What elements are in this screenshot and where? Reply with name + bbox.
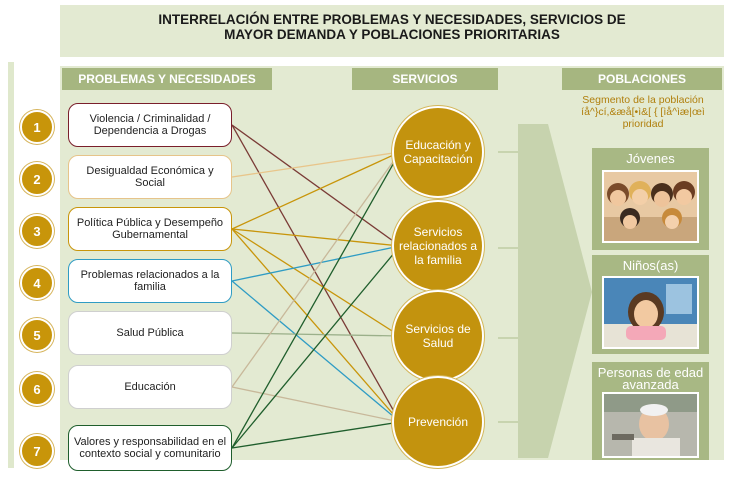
- problem-number-3: 3: [20, 214, 54, 248]
- connection-line-6-to-4: [231, 386, 401, 423]
- problem-number-4: 4: [20, 266, 54, 300]
- header-problems: PROBLEMAS Y NECESIDADES: [62, 68, 272, 90]
- connection-line-2-to-1: [231, 151, 401, 178]
- service-circle-health: Servicios de Salud: [392, 290, 484, 382]
- segment-line-2: íå^}cí,&æå[•ì&[ { [ìå^ìæ|œì: [581, 106, 705, 118]
- connection-line-6-to-1: [231, 151, 401, 388]
- problem-number-5: 5: [20, 318, 54, 352]
- connection-line-4-to-2: [231, 245, 401, 282]
- segment-line-3: prioridad: [622, 118, 664, 130]
- population-label-children: Niños(as): [622, 258, 679, 273]
- header-services: SERVICIOS: [352, 68, 498, 90]
- title-banner: [60, 5, 724, 57]
- problem-number-2: 2: [20, 162, 54, 196]
- diagram-title: INTERRELACIÓN ENTRE PROBLEMAS Y NECESIDA…: [60, 12, 724, 42]
- youth-photo: [602, 170, 699, 243]
- connection-line-7-to-1: [231, 151, 401, 449]
- elderly-photo: [602, 392, 699, 458]
- connection-line-5-to-3: [231, 332, 401, 337]
- connection-line-7-to-2: [231, 245, 401, 449]
- service-circle-education: Educación y Capacitación: [392, 106, 484, 198]
- problem-box-3: Política Pública y Desempeño Gubernament…: [68, 207, 232, 251]
- segment-line-1: Segmento de la población: [582, 94, 704, 106]
- arrow-shape: [518, 124, 592, 458]
- population-children: Niños(as): [592, 255, 709, 354]
- connection-line-3-to-1: [231, 151, 401, 230]
- connection-line-3-to-4: [231, 228, 401, 423]
- connection-line-1-to-2: [231, 124, 401, 247]
- title-line-1: INTERRELACIÓN ENTRE PROBLEMAS Y NECESIDA…: [158, 12, 626, 27]
- problem-box-7: Valores y responsabilidad en el contexto…: [68, 425, 232, 471]
- connection-line-7-to-4: [231, 421, 401, 449]
- population-label-youth: Jóvenes: [626, 151, 675, 166]
- connection-line-3-to-3: [231, 228, 401, 337]
- service-circle-family: Servicios relacionados a la familia: [392, 200, 484, 292]
- connection-line-1-to-4: [231, 124, 401, 423]
- problem-box-6: Educación: [68, 365, 232, 409]
- problem-box-4: Problemas relacionados a la familia: [68, 259, 232, 303]
- population-elderly: Personas de edad avanzada: [592, 362, 709, 460]
- population-label-elderly: Personas de edad avanzada: [597, 365, 704, 392]
- connection-line-4-to-4: [231, 280, 401, 423]
- population-youth: Jóvenes: [592, 148, 709, 250]
- problem-number-7: 7: [20, 434, 54, 468]
- problem-box-2: Desigualdad Económica y Social: [68, 155, 232, 199]
- segment-caption: Segmento de la población íå^}cí,&æå[•ì&[…: [563, 94, 723, 130]
- problem-box-1: Violencia / Criminalidad / Dependencia a…: [68, 103, 232, 147]
- problem-number-1: 1: [20, 110, 54, 144]
- service-circle-prevention: Prevención: [392, 376, 484, 468]
- problem-number-6: 6: [20, 372, 54, 406]
- connection-line-3-to-2: [231, 228, 401, 247]
- problem-box-5: Salud Pública: [68, 311, 232, 355]
- header-populations: POBLACIONES: [562, 68, 722, 90]
- title-line-2: MAYOR DEMANDA Y POBLACIONES PRIORITARIAS: [224, 27, 560, 42]
- left-accent-strip: [8, 62, 14, 468]
- children-photo: [602, 276, 699, 349]
